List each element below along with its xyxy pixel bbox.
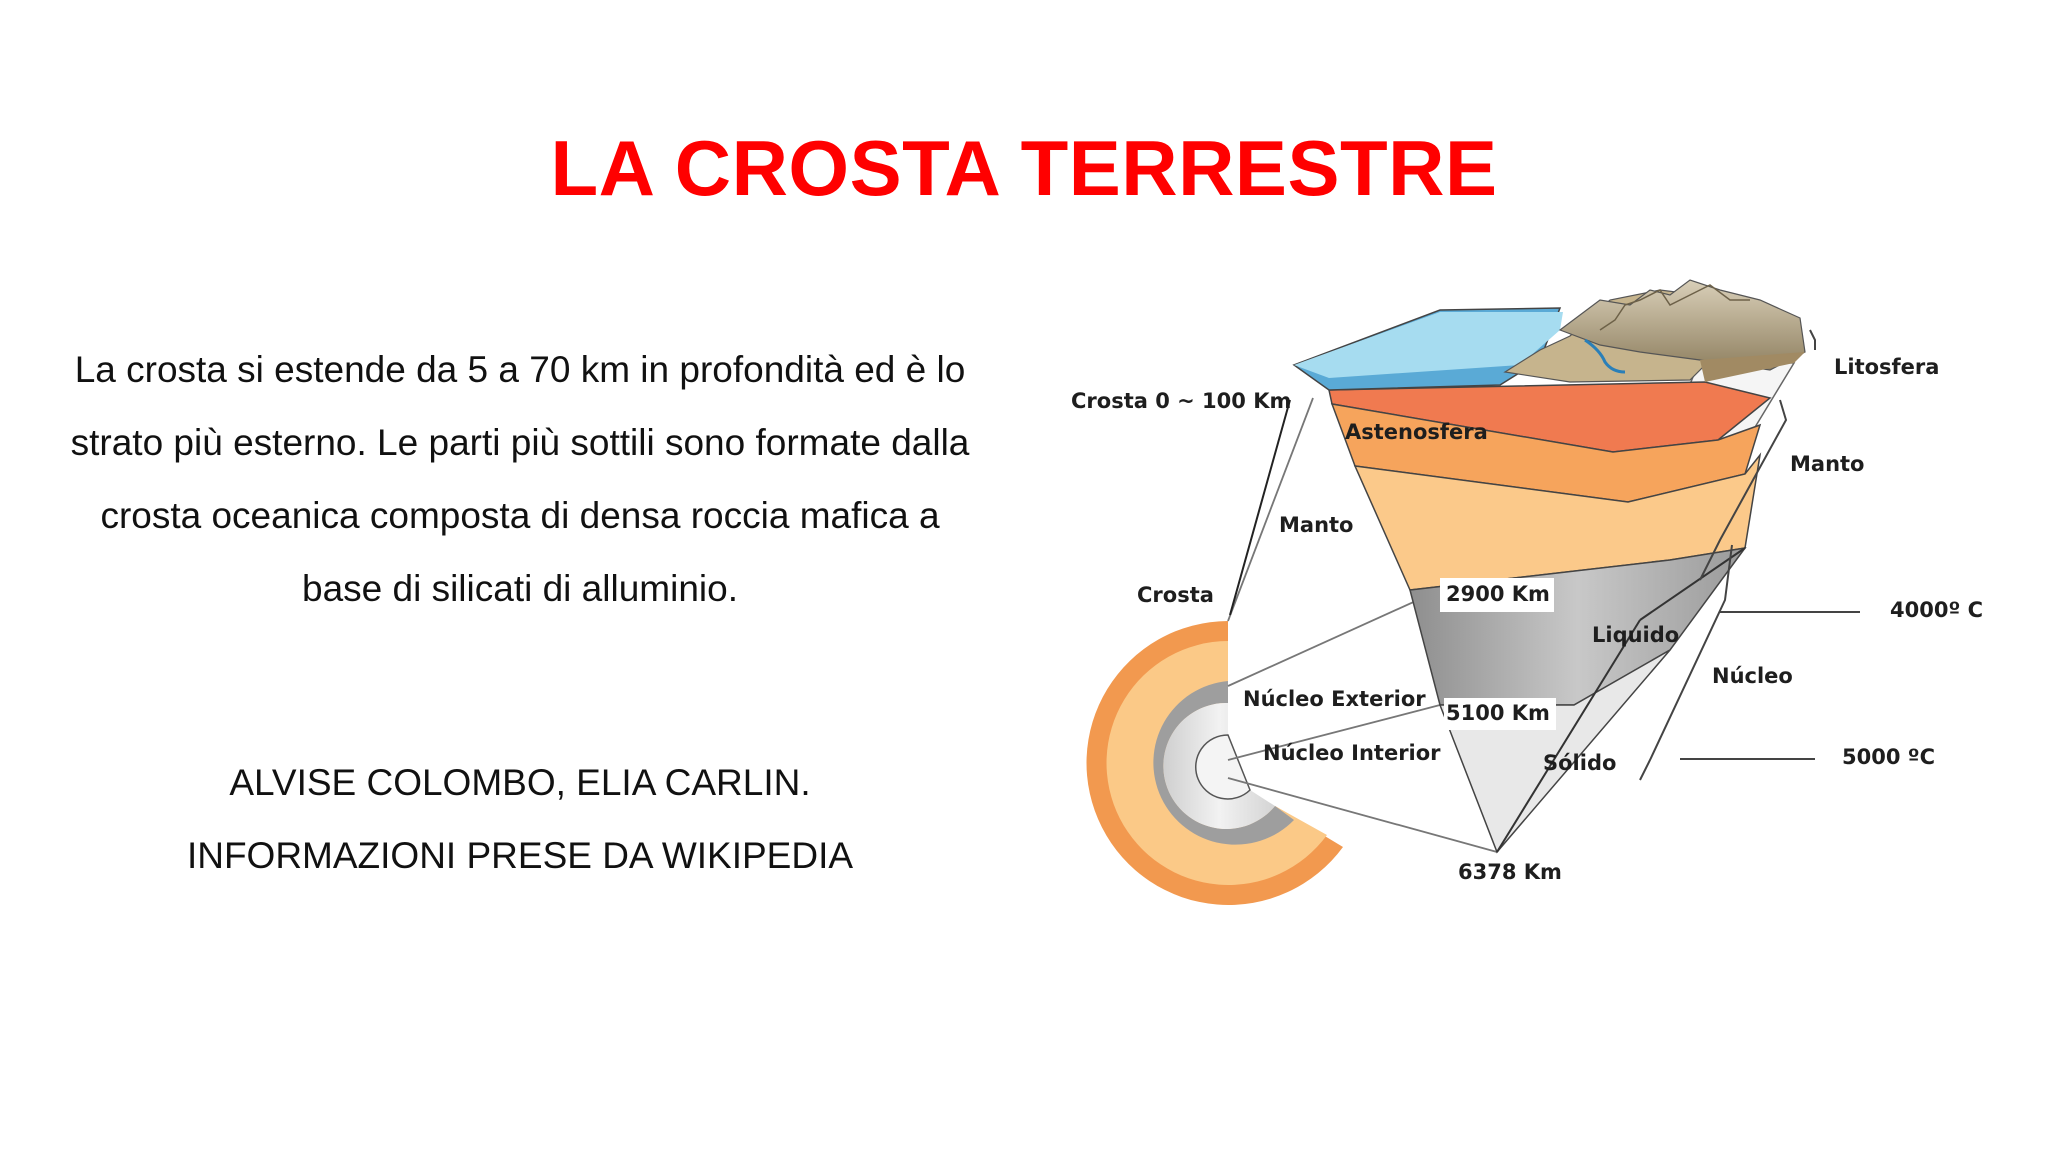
right-bracket-lines: [1639, 329, 1860, 781]
label-manto-right: Manto: [1790, 452, 1864, 476]
slide-title: LA CROSTA TERRESTRE: [550, 124, 1498, 212]
label-liquido: Liquido: [1592, 623, 1679, 647]
description-paragraph: La crosta si estende da 5 a 70 km in pro…: [70, 349, 970, 609]
diagram-labels: Crosta 0 ~ 100 Km Astenosfera Manto Cros…: [1071, 355, 1983, 884]
wedge-front-face: [1328, 381, 1772, 854]
label-nucleo-exterior: Núcleo Exterior: [1243, 687, 1426, 711]
label-astenosfera: Astenosfera: [1345, 420, 1488, 444]
surface-top: [1292, 279, 1806, 391]
label-solido: Sólido: [1543, 751, 1616, 775]
label-nucleo-interior: Núcleo Interior: [1263, 741, 1441, 765]
label-litosfera: Litosfera: [1834, 355, 1939, 379]
label-temp-4000: 4000º C: [1890, 598, 1983, 622]
label-km-5100: 5100 Km: [1446, 701, 1550, 725]
cone-connector-lines: [1227, 397, 1498, 853]
source-credit: INFORMAZIONI PRESE DA WIKIPEDIA: [186, 835, 854, 876]
label-crosta-range: Crosta 0 ~ 100 Km: [1071, 389, 1291, 413]
earth-cross-section-ring: [1086, 621, 1343, 905]
label-crosta: Crosta: [1137, 583, 1214, 607]
label-temp-5000: 5000 ºC: [1842, 745, 1935, 769]
label-manto-left: Manto: [1279, 513, 1353, 537]
authors-credit: ALVISE COLOMBO, ELIA CARLIN.: [229, 762, 811, 803]
label-km-2900: 2900 Km: [1446, 582, 1550, 606]
label-nucleo: Núcleo: [1712, 664, 1793, 688]
label-km-6378: 6378 Km: [1458, 860, 1562, 884]
